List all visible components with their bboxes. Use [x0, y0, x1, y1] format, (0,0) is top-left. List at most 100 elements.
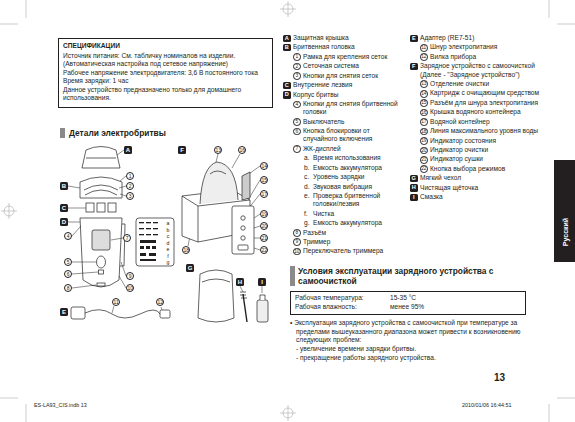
display-callout: b: [164, 227, 172, 234]
part-name: Чистка: [283, 210, 405, 218]
callout-number: 22: [260, 246, 268, 254]
list-row: e.Проверка бритвенной головки/лезвия: [283, 192, 405, 208]
part-name: Емкость аккумулятора: [283, 164, 405, 172]
note-text: • Эксплуатация зарядного устройства с са…: [290, 319, 532, 345]
item-number: 9: [293, 238, 301, 246]
spec-text: Данное устройство предназначено только д…: [63, 86, 268, 103]
item-letter: I: [410, 194, 418, 202]
item-letter: E: [410, 35, 418, 43]
note-item: - увеличение времени зарядки бритвы.: [290, 345, 532, 354]
callout-number: 8: [64, 284, 72, 292]
part-name: Индикатор сушки: [410, 155, 545, 163]
item-number: 19: [420, 137, 428, 145]
list-row: HЧистящая щёточка: [410, 184, 545, 192]
part-name: Крышка водяного контейнера: [410, 108, 545, 116]
item-number: 13: [420, 80, 428, 88]
callout-number: 16: [238, 146, 246, 154]
list-row: AЗащитная крышка: [283, 34, 405, 42]
item-number: 22: [420, 165, 428, 173]
callout-number: 18: [182, 246, 190, 254]
callout-letter: B: [60, 182, 68, 190]
part-name: Емкость аккумулятора: [283, 219, 405, 227]
part-name: Кнопки для снятия бритвенной головки: [283, 100, 405, 116]
spec-text: Источник питания: См. табличку номиналов…: [63, 52, 268, 69]
item-number: 15: [420, 99, 428, 107]
display-callout: g: [164, 259, 172, 266]
callout-number: 14: [260, 162, 268, 170]
callout-number: 6: [64, 270, 72, 278]
item-number: 6: [293, 128, 301, 136]
part-name: Зарядное устройство с самоочисткой (Дале…: [410, 62, 545, 78]
list-row: CВнутренние лезвия: [283, 81, 405, 89]
list-row: 15Разъём для шнура электропитания: [410, 99, 545, 107]
list-row: a.Время использования: [283, 154, 405, 162]
list-row: 6Кнопка блокировки от случайного включен…: [283, 127, 405, 143]
part-name: Шнур электропитания: [410, 43, 545, 51]
section-heading: Детали электробритвы: [69, 128, 166, 138]
part-name: Корпус бритвы: [283, 91, 405, 99]
callout-number: 4: [64, 232, 72, 240]
callout-number: 15: [260, 176, 268, 184]
part-name: Отделение очистки: [410, 80, 545, 88]
item-number: 10: [293, 248, 301, 256]
heading-bar: [60, 128, 65, 138]
item-number: 1: [293, 53, 301, 61]
list-row: 7ЖК-дисплей: [283, 145, 405, 153]
table-cell: Рабочая температура:: [295, 294, 390, 303]
part-name: Триммер: [283, 238, 405, 246]
part-name: Кнопка выбора режимов: [410, 165, 545, 173]
list-row: GМягкий чехол: [410, 174, 545, 182]
list-row: 12Вилка прибора: [410, 53, 545, 61]
spec-box: СПЕЦИФИКАЦИИИсточник питания: См. таблич…: [58, 38, 273, 108]
item-number: 12: [420, 53, 428, 61]
item-number: 20: [420, 147, 428, 155]
callout-number: 12: [156, 298, 164, 306]
list-row: 22Кнопка выбора режимов: [410, 165, 545, 173]
part-name: Кнопки для снятия сеток: [283, 72, 405, 80]
tab-label: Русский: [561, 218, 568, 246]
charger-figure: [182, 162, 254, 254]
part-name: Картридж с очищающим средством: [410, 89, 545, 97]
part-name: Внутренние лезвия: [283, 81, 405, 89]
footer-file: ES-LA93_CIS.indb 13: [34, 402, 87, 408]
list-row: b.Емкость аккумулятора: [283, 164, 405, 172]
part-name: Время использования: [283, 154, 405, 162]
conditions-table: Рабочая температура:15-35 °CРабочая влаж…: [290, 291, 526, 315]
part-name: Проверка бритвенной головки/лезвия: [283, 192, 405, 208]
list-row: 5Выключатель: [283, 118, 405, 126]
table-cell: Рабочая влажность:: [295, 303, 390, 312]
list-row: EАдаптер (RE7-51): [410, 34, 545, 42]
callout-number: 11: [112, 298, 120, 306]
item-number: 16: [420, 109, 428, 117]
callout-number: 21: [260, 234, 268, 242]
list-row: 10Переключатель триммера: [283, 247, 405, 255]
display-callout: e: [164, 246, 172, 253]
callout-number: 1: [126, 172, 134, 180]
list-row: 2Сеточная система: [283, 62, 405, 70]
item-letter: B: [283, 44, 291, 52]
item-letter: G: [410, 175, 418, 183]
item-letter: F: [410, 63, 418, 71]
list-row: 4Кнопки для снятия бритвенной головки: [283, 100, 405, 116]
page-number: 13: [494, 372, 505, 383]
list-row: IСмазка: [410, 193, 545, 201]
list-row: 3Кнопки для снятия сеток: [283, 72, 405, 80]
list-row: 9Триммер: [283, 238, 405, 246]
callout-letter: I: [258, 278, 266, 286]
item-letter: C: [283, 82, 291, 90]
sub-item-letter: b.: [304, 164, 310, 172]
item-number: 14: [420, 90, 428, 98]
box-heading: СПЕЦИФИКАЦИИ: [63, 42, 268, 51]
part-name: Выключатель: [283, 118, 405, 126]
part-name: Сеточная система: [283, 62, 405, 70]
part-name: Переключатель триммера: [283, 247, 405, 255]
table-cell: менее 95%: [390, 303, 521, 312]
note-item: - прекращение работы зарядного устройств…: [290, 354, 532, 363]
callout-number: 20: [260, 222, 268, 230]
item-letter: A: [283, 35, 291, 43]
sub-item-letter: c.: [304, 173, 309, 181]
callout-letter: G: [186, 264, 194, 272]
part-name: Разъём: [283, 229, 405, 237]
list-row: 18Линия максимального уровня воды: [410, 127, 545, 135]
sub-item-letter: f.: [304, 210, 308, 218]
